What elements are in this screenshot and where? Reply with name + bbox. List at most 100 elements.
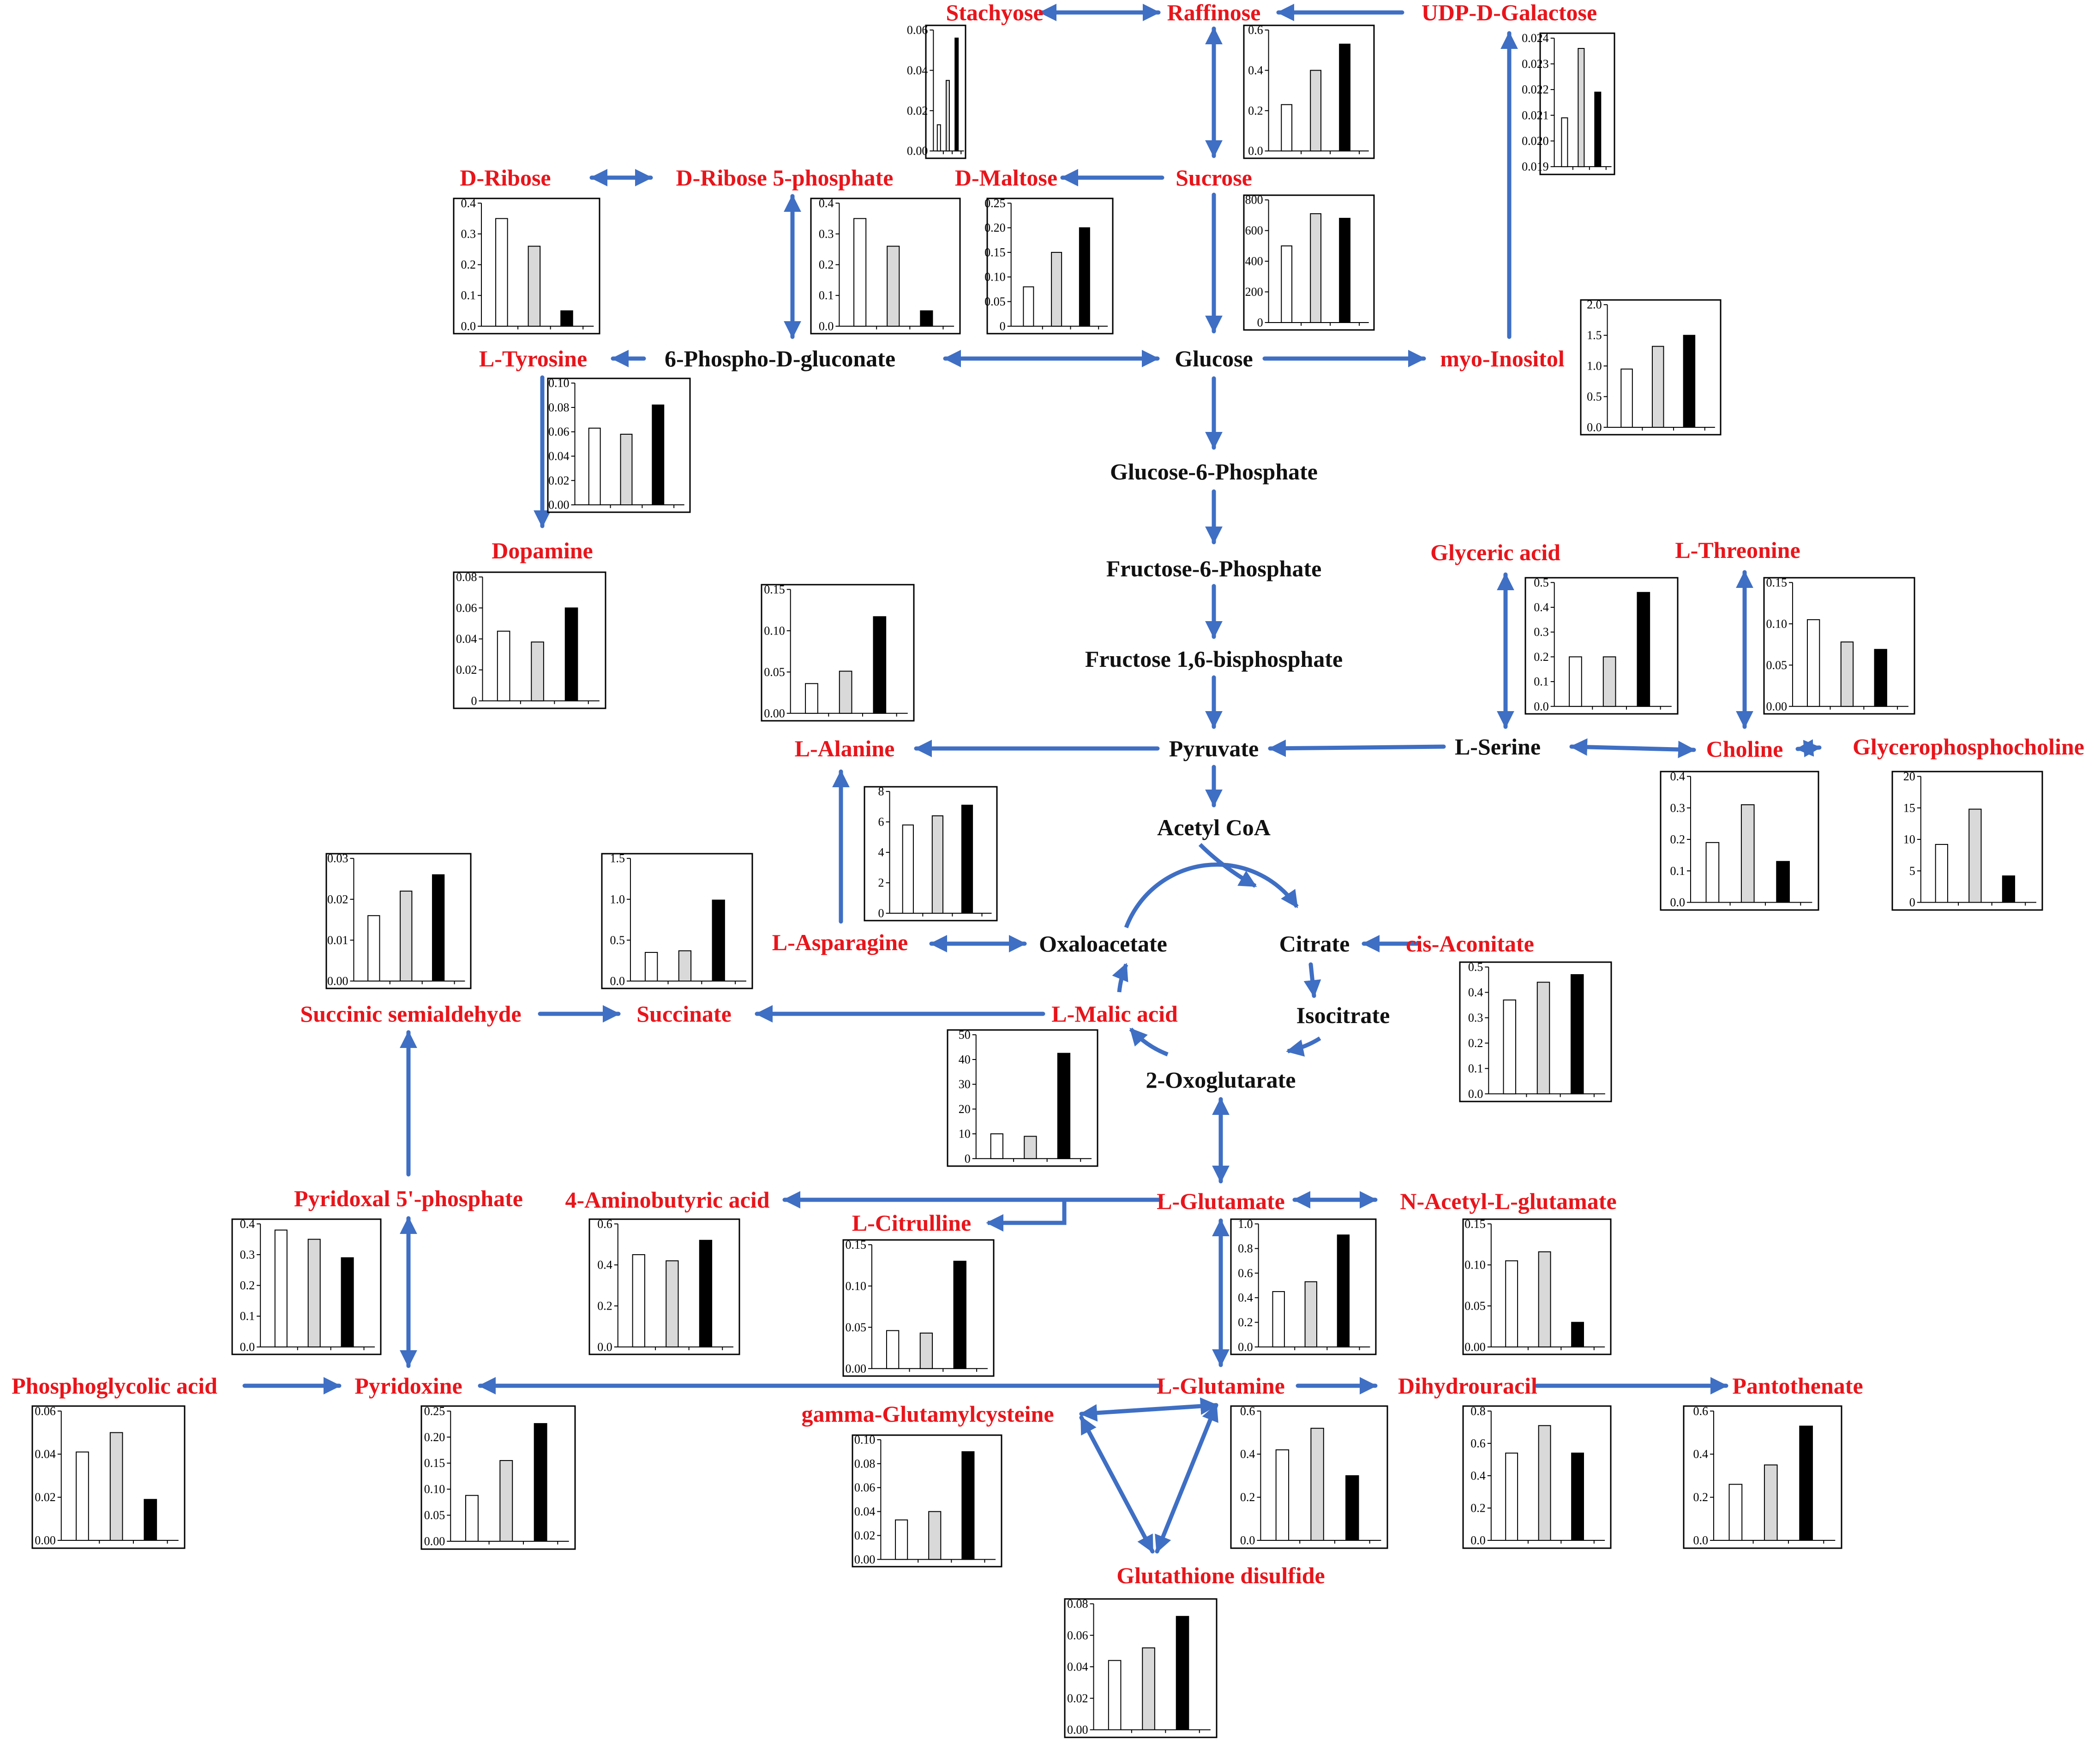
chart-frame — [947, 1029, 1098, 1167]
y-tick-label: 1.5 — [1587, 329, 1602, 342]
y-tick-label: 0.15 — [984, 245, 1006, 259]
y-tick-label: 0.05 — [424, 1509, 445, 1522]
bar-3 — [961, 1451, 975, 1560]
chart-glutathione-disulfide: 0.000.020.040.060.08 — [1064, 1597, 1218, 1738]
bar-1 — [1806, 619, 1820, 707]
y-tick-label: 0.6 — [1238, 1266, 1253, 1280]
y-tick-label: 0.00 — [764, 706, 785, 720]
chart-frame — [810, 198, 961, 335]
bar-2 — [945, 80, 950, 152]
chart-l-citrulline: 0.000.050.100.15 — [842, 1238, 995, 1377]
y-tick-label: 0.0 — [1238, 1340, 1253, 1353]
chart-frame — [1763, 577, 1915, 715]
chart-glyceric-acid: 0.00.10.20.30.40.5 — [1524, 576, 1679, 715]
y-tick-label: 0.3 — [461, 227, 476, 240]
chart-choline: 0.00.10.20.30.4 — [1660, 770, 1819, 911]
y-tick-label: 0.10 — [548, 377, 570, 390]
bar-3 — [144, 1499, 157, 1541]
bar-1 — [1023, 286, 1034, 327]
y-tick-label: 0.0 — [1534, 700, 1549, 713]
y-tick-label: 400 — [1245, 255, 1263, 268]
chart-succinic-semialdehyde: 0.000.010.020.03 — [325, 852, 472, 989]
chart-frame — [31, 1405, 186, 1549]
bar-3 — [1176, 1616, 1189, 1730]
y-tick-label: 0.6 — [1248, 24, 1263, 37]
y-tick-label: 0.024 — [1522, 31, 1549, 45]
chart-frame — [1683, 1405, 1842, 1549]
chart-frame — [231, 1218, 382, 1355]
bar-1 — [1705, 842, 1720, 903]
y-tick-label: 0.10 — [424, 1483, 445, 1496]
y-tick-label: 0.02 — [1067, 1692, 1088, 1705]
label-l-malic-acid: L-Malic acid — [1051, 1001, 1178, 1027]
y-tick-label: 0.2 — [819, 258, 834, 271]
y-tick-label: 0.08 — [456, 570, 477, 584]
label-acetyl-coa: Acetyl CoA — [1157, 814, 1271, 840]
label-udp-d-galactose: UDP-D-Galactose — [1422, 0, 1597, 25]
bar-1 — [588, 427, 601, 506]
y-tick-label: 0.05 — [984, 295, 1006, 308]
y-tick-label: 0.00 — [35, 1534, 56, 1547]
y-tick-label: 0.04 — [456, 632, 477, 646]
y-tick-label: 0.06 — [854, 1481, 876, 1494]
bar-3 — [1337, 1234, 1350, 1347]
bar-3 — [1345, 1475, 1359, 1541]
bar-1 — [895, 1519, 908, 1560]
y-tick-label: 0.1 — [240, 1310, 255, 1323]
y-tick-label: 0.00 — [548, 498, 570, 512]
bar-1 — [1281, 245, 1293, 323]
label-stachyose: Stachyose — [946, 0, 1043, 25]
y-tick-label: 0.15 — [845, 1238, 866, 1251]
tca-arc-malate-oxaloacetate — [1112, 963, 1128, 993]
bar-1 — [805, 683, 818, 714]
bar-2 — [1024, 1136, 1037, 1159]
bar-1 — [497, 630, 510, 701]
y-tick-label: 0.2 — [1248, 104, 1263, 117]
bar-2 — [1310, 70, 1322, 152]
bar-1 — [1503, 1000, 1517, 1095]
chart-frame — [1539, 32, 1615, 175]
y-tick-label: 0.6 — [1470, 1437, 1486, 1450]
y-tick-label: 0.05 — [845, 1321, 866, 1334]
y-tick-label: 0.00 — [424, 1534, 445, 1548]
chart-stachyose: 0.000.020.040.06 — [907, 24, 966, 159]
label-fructose-6-phosphate: Fructose-6-Phosphate — [1106, 556, 1322, 581]
arrow — [1303, 962, 1321, 998]
bar-2 — [1536, 982, 1550, 1095]
bar-3 — [1799, 1425, 1813, 1541]
bar-2 — [1651, 346, 1664, 428]
y-tick-label: 0.022 — [1522, 83, 1549, 96]
label-glyceric-acid: Glyceric acid — [1430, 539, 1560, 565]
y-tick-label: 0.06 — [1067, 1628, 1088, 1642]
y-tick-label: 0.3 — [1670, 801, 1685, 814]
y-tick-label: 0.15 — [1464, 1217, 1486, 1231]
y-tick-label: 0.04 — [907, 64, 928, 77]
bar-3 — [341, 1257, 354, 1347]
bar-1 — [886, 1330, 900, 1369]
bar-3 — [1079, 227, 1090, 327]
label-l-serine: L-Serine — [1455, 734, 1541, 760]
y-tick-label: 0 — [1000, 319, 1006, 333]
bar-1 — [76, 1451, 89, 1541]
arrow-glutamate-citrulline — [986, 1200, 1067, 1232]
y-tick-label: 6 — [878, 815, 884, 829]
label-4-aminobutyric-acid: 4-Aminobutyric acid — [565, 1187, 769, 1213]
y-tick-label: 0.0 — [1587, 420, 1602, 434]
y-tick-label: 0.020 — [1522, 134, 1549, 148]
y-tick-label: 0.15 — [1766, 576, 1787, 589]
bar-2 — [1304, 1281, 1317, 1347]
bar-1 — [1505, 1452, 1518, 1541]
chart-frame — [1459, 961, 1612, 1102]
label-glycerophosphocholine: Glycerophosphocholine — [1853, 734, 2084, 760]
chart-dopamine: 00.020.040.060.08 — [453, 570, 606, 709]
bar-3 — [1776, 861, 1790, 903]
label-dopamine: Dopamine — [492, 538, 593, 563]
chart-pantothenate: 0.00.20.40.6 — [1683, 1404, 1842, 1549]
chart-frame — [1524, 577, 1679, 715]
chart-pyridoxal-5-phosphate: 0.00.10.20.30.4 — [231, 1217, 382, 1355]
chart-frame — [1462, 1218, 1612, 1355]
bar-2 — [1310, 1428, 1324, 1541]
